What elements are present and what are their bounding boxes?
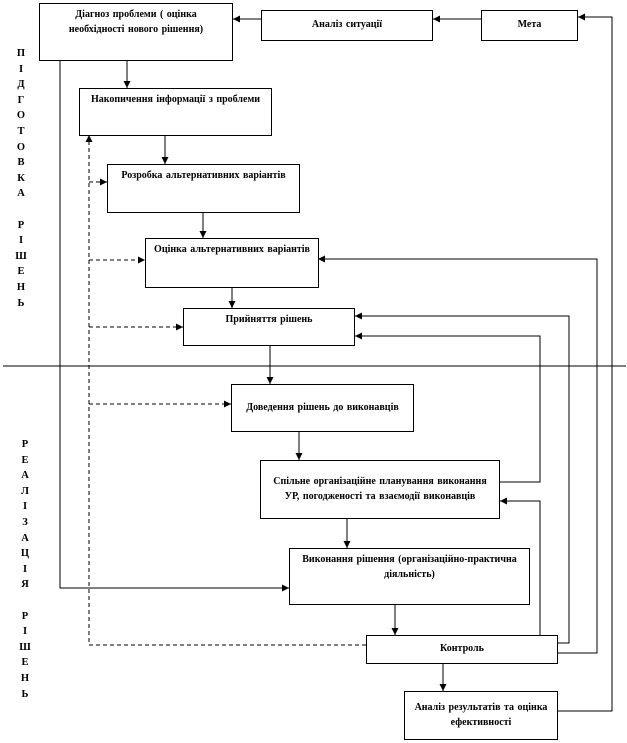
preparation-letter: А: [17, 188, 25, 200]
box-communicating-decisions: Доведення рішень до виконавців: [231, 384, 414, 432]
implementation-letter: І: [22, 626, 28, 638]
implementation-letter: Р: [21, 439, 29, 450]
preparation-letter: Д: [17, 79, 25, 91]
implementation-letter: Я: [21, 579, 29, 591]
arrow-control-to-planning: [500, 497, 541, 635]
box-situation-analysis: Аналіз ситуації: [261, 10, 433, 41]
information-feedback-lines: [85, 135, 366, 646]
box-problem-diagnosis-text: Діагноз проблеми ( оцінка необхідності н…: [68, 9, 204, 35]
implementation-letter: Ш: [19, 641, 31, 653]
implementation-letter: З: [22, 516, 28, 528]
implementation-letter: Р: [21, 610, 29, 622]
implementation-letter: А: [21, 470, 29, 482]
box-results-analysis: Аналіз результатів та оцінка ефективност…: [404, 691, 558, 740]
box-alternatives-development-text: Розробка альтернативних варіантів: [121, 170, 286, 181]
implementation-letter: Ь: [21, 688, 29, 700]
box-alternatives-evaluation-text: Оцінка альтернативних варіантів: [154, 244, 310, 255]
preparation-letter: І: [18, 235, 24, 247]
preparation-letter: О: [16, 141, 26, 153]
box-control-text: Контроль: [440, 643, 484, 655]
arrow-diagnosis-to-execution: [59, 61, 289, 592]
preparation-letter: Г: [17, 94, 25, 106]
preparation-letter: Р: [17, 219, 25, 231]
implementation-letter: Н: [20, 672, 30, 684]
box-decision-execution-text: Виконання рішення (організаційно-практич…: [302, 554, 517, 580]
main-flow-arrows: [123, 15, 481, 691]
preparation-letter: П: [16, 48, 26, 59]
preparation-letter: І: [18, 63, 24, 75]
box-decision-execution: Виконання рішення (організаційно-практич…: [289, 548, 530, 605]
preparation-letter: О: [16, 110, 26, 122]
dashed-control-to-left-bus: [85, 135, 366, 646]
preparation-letter: Е: [17, 266, 25, 278]
box-joint-planning-text: Спільне організаційне планування виконан…: [273, 476, 487, 502]
preparation-letter: Т: [17, 125, 25, 137]
box-information-accumulation: Накопичення інформації з проблеми: [79, 88, 272, 136]
preparation-letter: В: [17, 157, 25, 169]
implementation-letter: Ц: [20, 548, 30, 560]
implementation-letter: Е: [21, 657, 29, 669]
arrow-control-to-evaluation: [318, 255, 598, 654]
feedback-arrows: [59, 13, 613, 712]
box-control: Контроль: [366, 635, 558, 664]
box-goal: Мета: [481, 10, 578, 41]
implementation-letter: І: [22, 563, 28, 575]
implementation-letter: Л: [21, 485, 29, 497]
box-situation-analysis-text: Аналіз ситуації: [311, 19, 383, 31]
arrow-control-to-decision: [355, 312, 570, 644]
box-information-accumulation-text: Накопичення інформації з проблеми: [90, 94, 261, 105]
preparation-letter: [14, 202, 28, 218]
box-results-analysis-text: Аналіз результатів та оцінка ефективност…: [414, 702, 548, 728]
arrow-results-to-goal: [558, 13, 613, 712]
implementation-letter: [18, 593, 32, 609]
preparation-letter: Ь: [17, 297, 25, 309]
preparation-letter: К: [17, 172, 25, 184]
arrow-planning-to-decision: [355, 332, 541, 483]
box-joint-planning: Спільне організаційне планування виконан…: [260, 460, 500, 519]
preparation-letter: Н: [16, 281, 26, 293]
implementation-letter: Е: [21, 454, 29, 466]
implementation-letter: А: [21, 532, 29, 544]
box-decision-making-text: Прийняття рішень: [225, 314, 313, 325]
box-decision-making: Прийняття рішень: [183, 308, 355, 346]
box-communicating-decisions-text: Доведення рішень до виконавців: [246, 401, 399, 413]
box-problem-diagnosis: Діагноз проблеми ( оцінка необхідності н…: [39, 3, 233, 61]
implementation-letter: І: [22, 501, 28, 513]
box-goal-text: Мета: [517, 19, 542, 31]
box-alternatives-development: Розробка альтернативних варіантів: [107, 164, 300, 213]
preparation-letter: Ш: [15, 250, 27, 262]
box-alternatives-evaluation: Оцінка альтернативних варіантів: [145, 238, 319, 288]
